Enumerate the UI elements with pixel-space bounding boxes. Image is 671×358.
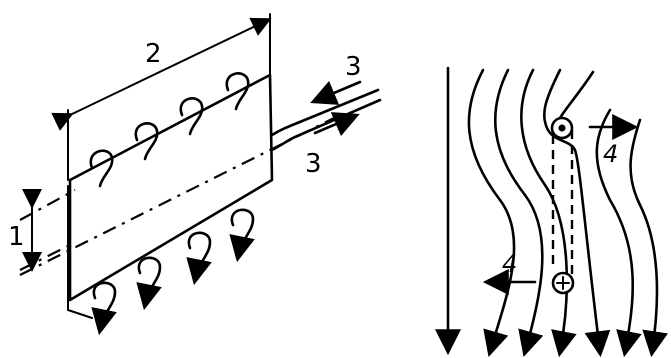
coil-leads: 3 3 — [270, 52, 382, 179]
lead-wire-upper — [270, 88, 380, 137]
field-line — [520, 68, 577, 358]
coil-loop-arrow — [136, 256, 162, 311]
coil-loop — [89, 149, 114, 188]
dim-extension-line-top — [19, 189, 76, 221]
coil-loop-arrow — [229, 208, 255, 263]
coil-loop-arrow — [91, 281, 117, 336]
dimension-height: 1 — [8, 189, 42, 272]
dimension-width: 2 — [51, 13, 272, 181]
label-current-out: 3 — [305, 149, 322, 179]
label-force-top: 4 — [603, 140, 618, 168]
coil-loop — [134, 122, 159, 161]
field-diagram: 4 4 — [435, 66, 669, 358]
field-line — [629, 118, 669, 358]
coil-loop — [179, 97, 204, 136]
field-line — [595, 108, 642, 358]
coil-loop-arrow — [186, 231, 212, 286]
dim-arrow-width — [51, 17, 272, 131]
coil-outline-edge — [67, 185, 93, 319]
dim-label-width: 2 — [145, 39, 162, 69]
label-current-in: 3 — [345, 52, 362, 82]
field-line — [493, 68, 544, 357]
field-line — [558, 70, 595, 120]
coil-loop — [225, 72, 250, 111]
field-line — [467, 68, 516, 357]
current-arrow-in — [310, 80, 362, 105]
lead-wire-lower — [270, 98, 382, 152]
current-arrow-out — [313, 112, 360, 137]
dim-label-height: 1 — [8, 222, 25, 252]
coil-turns-top — [89, 72, 250, 188]
dim-extension-line-bottom — [19, 244, 71, 271]
conductor-dot-center — [558, 124, 566, 132]
coil-axis-line — [19, 114, 341, 276]
label-force-bottom: 4 — [502, 250, 517, 278]
coil-turns-bottom — [91, 208, 255, 336]
coil-outline — [68, 73, 274, 302]
